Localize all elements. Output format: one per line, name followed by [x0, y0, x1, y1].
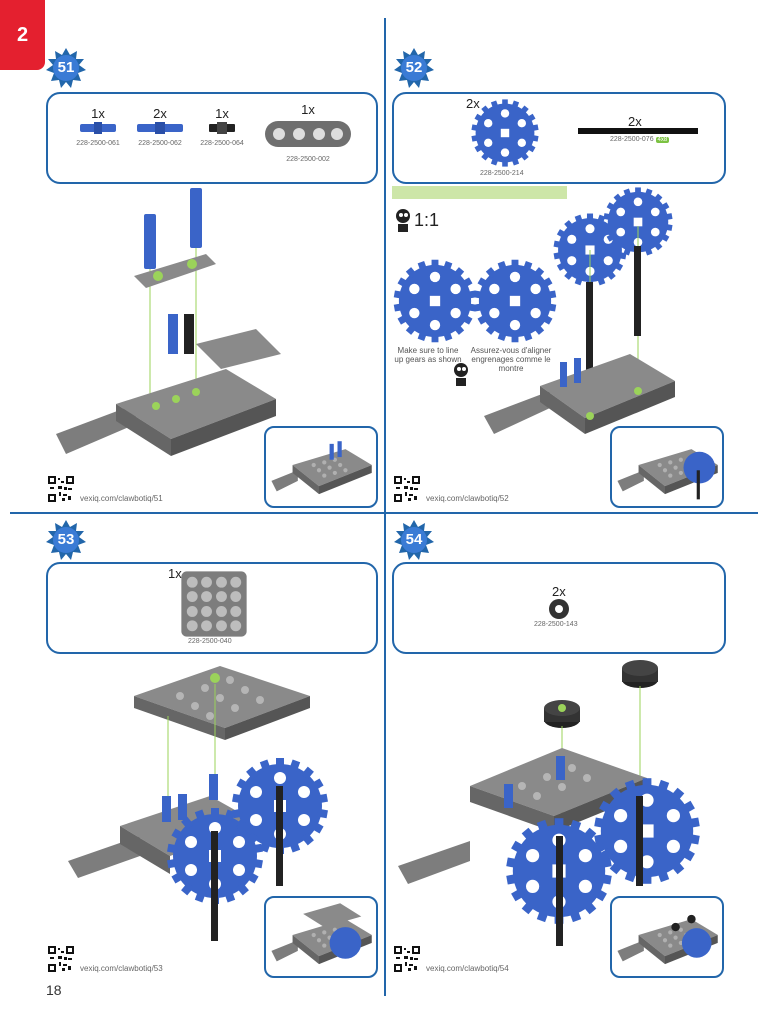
part-qty: 1x	[168, 566, 182, 581]
alignment-note-en: Make sure to line up gears as shown	[394, 346, 462, 364]
inset-preview-54	[610, 896, 724, 978]
part-qty: 2x	[552, 584, 566, 599]
part-item: 1x 228-2500-061	[68, 106, 128, 147]
step-53-badge: 53	[46, 520, 86, 565]
part-qty: 1x	[301, 102, 315, 117]
part-number: 228-2500-061	[76, 140, 120, 147]
parts-box-step-54: 2x 228-2500-143	[392, 562, 726, 654]
part-qty: 2x	[628, 114, 642, 129]
beam-icon	[265, 121, 351, 147]
step-number: 51	[57, 59, 75, 76]
step-url: vexiq.com/clawbotiq/53	[80, 964, 163, 973]
qr-link-51[interactable]: vexiq.com/clawbotiq/51	[48, 476, 163, 507]
part-number: 228-2500-062	[138, 140, 182, 147]
shaft-icon	[578, 128, 698, 134]
alignment-note-fr: Assurez-vous d'aligner engrenages comme …	[470, 346, 552, 373]
part-item: 1x 228-2500-002	[260, 102, 356, 163]
step-number: 52	[405, 59, 423, 76]
part-number-with-tag: 228-2500-076 4x8	[610, 136, 670, 143]
part-qty: 1x	[91, 106, 105, 121]
step-52-assembly-illustration	[484, 187, 675, 434]
qr-link-52[interactable]: vexiq.com/clawbotiq/52	[394, 476, 509, 507]
inset-preview-51	[264, 426, 378, 508]
step-51-badge: 51	[46, 48, 86, 93]
inset-preview-53	[264, 896, 378, 978]
part-number: 228-2500-002	[286, 156, 330, 163]
inset-preview-52	[610, 426, 724, 508]
step-54-assembly-illustration	[398, 660, 700, 946]
part-qty: 2x	[153, 106, 167, 121]
horizontal-divider	[10, 512, 758, 514]
part-number: 228-2500-040	[188, 638, 232, 645]
vertical-divider	[384, 18, 386, 996]
part-number: 228-2500-076	[610, 136, 654, 143]
assembly-preview	[266, 441, 372, 502]
gear-ratio-banner	[392, 186, 567, 199]
parts-box-step-51: 1x 228-2500-061 2x 228-2500-062 1x 228-2…	[46, 92, 378, 184]
assembly-preview	[612, 914, 718, 972]
part-item: 1x 228-2500-064	[192, 106, 252, 147]
part-number: 228-2500-143	[534, 621, 578, 628]
page-number: 18	[46, 982, 62, 998]
step-url: vexiq.com/clawbotiq/51	[80, 494, 163, 503]
ratio-value: 1:1	[414, 210, 440, 230]
connector-pin-icon	[137, 122, 183, 134]
qr-code-icon	[48, 476, 74, 502]
gear-icon	[392, 258, 478, 344]
gear-ratio: 1:1	[392, 206, 439, 241]
step-number: 54	[405, 531, 423, 548]
square-plate-icon	[180, 570, 248, 638]
section-tab: 2	[0, 0, 45, 70]
step-51-assembly-illustration	[56, 188, 281, 456]
part-qty: 2x	[466, 96, 480, 111]
part-number: 228-2500-064	[200, 140, 244, 147]
parts-box-step-52: 2x 228-2500-214 2x 228-2500-076 4x8	[392, 92, 726, 184]
qr-link-53[interactable]: vexiq.com/clawbotiq/53	[48, 946, 163, 977]
robot-mascot-icon	[454, 363, 468, 386]
part-qty: 1x	[215, 106, 229, 121]
assembly-preview	[266, 903, 372, 972]
part-item: 2x 228-2500-062	[130, 106, 190, 147]
rubber-shaft-collar-icon	[549, 599, 569, 619]
step-number: 53	[57, 531, 75, 548]
qr-link-54[interactable]: vexiq.com/clawbotiq/54	[394, 946, 509, 977]
robot-mascot-icon	[396, 209, 410, 232]
qr-code-icon	[394, 946, 420, 972]
step-53-assembly-illustration	[68, 666, 328, 941]
parts-box-step-53: 1x 228-2500-040	[46, 562, 378, 654]
gear-icon	[470, 98, 540, 168]
standoff-pin-icon	[80, 122, 116, 134]
step-54-badge: 54	[394, 520, 434, 565]
length-tag: 4x8	[655, 137, 670, 143]
step-52-badge: 52	[394, 48, 434, 93]
black-connector-icon	[209, 122, 235, 134]
qr-code-icon	[394, 476, 420, 502]
part-number: 228-2500-214	[480, 170, 524, 177]
step-url: vexiq.com/clawbotiq/54	[426, 964, 509, 973]
assembly-preview	[612, 428, 718, 500]
qr-code-icon	[48, 946, 74, 972]
step-url: vexiq.com/clawbotiq/52	[426, 494, 509, 503]
